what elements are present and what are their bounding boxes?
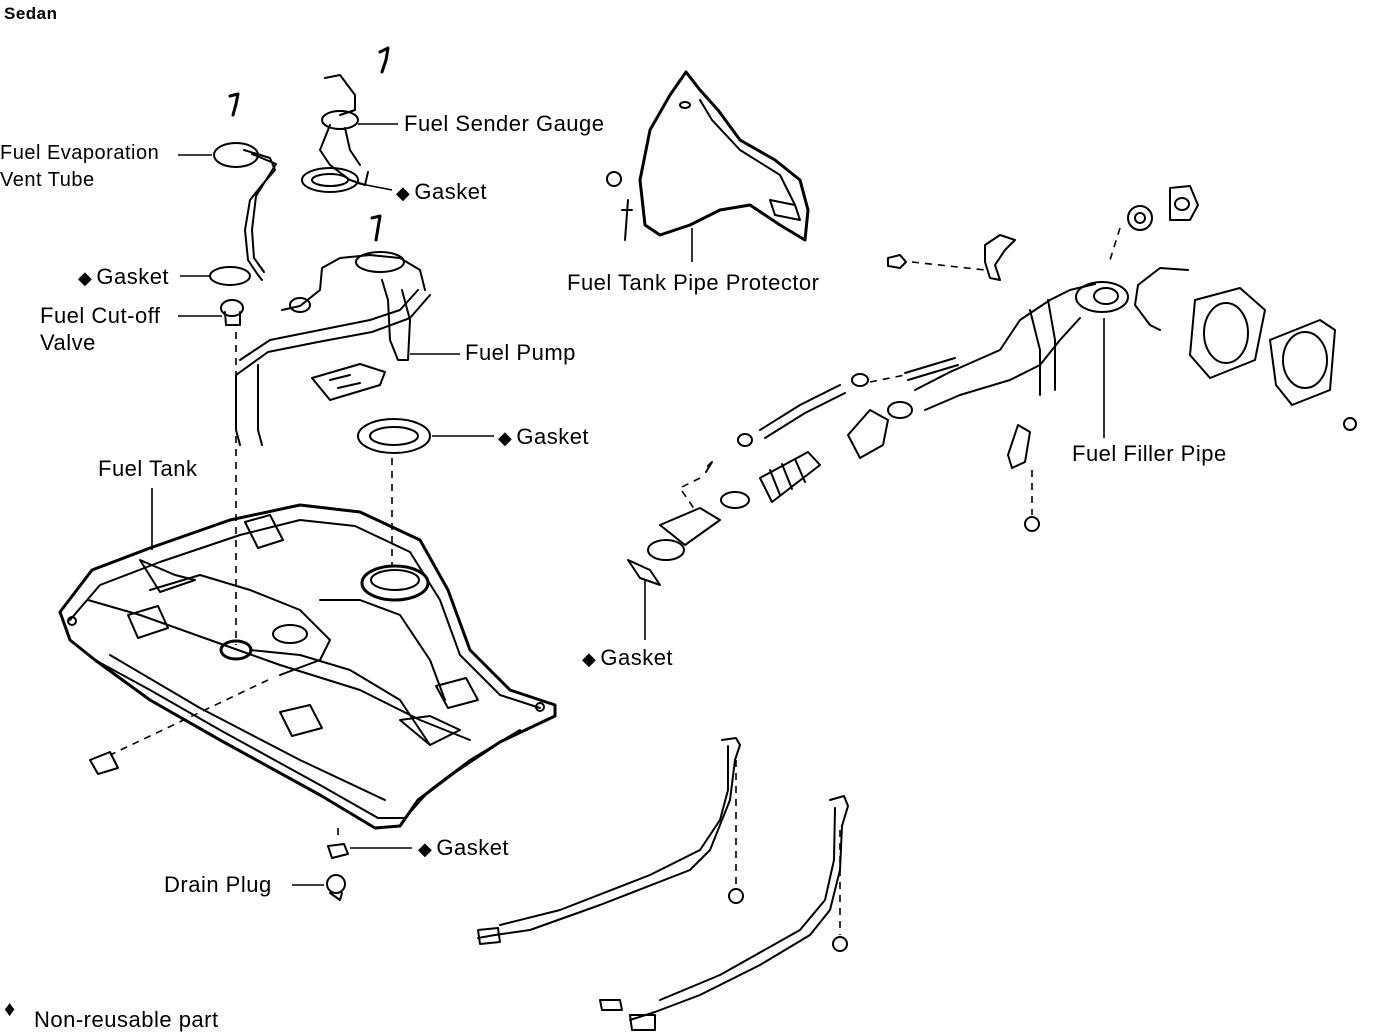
label-fuel-filler-pipe: Fuel Filler Pipe — [1072, 441, 1227, 466]
non-reusable-marker: ◆ — [396, 183, 411, 203]
leader-lines — [151, 123, 1105, 886]
label-fuel-sender-gauge: Fuel Sender Gauge — [404, 111, 605, 136]
legend-symbol: ♦ — [4, 996, 16, 1021]
fuel-evaporation-vent-tube-drawing — [209, 92, 277, 326]
variant-label: Sedan — [4, 4, 58, 23]
label-fuel-evaporation-line2: Vent Tube — [0, 169, 95, 191]
alignment-lines — [109, 227, 1121, 935]
fuel-filler-pipe-drawing — [627, 185, 1357, 586]
fuel-tank-straps-drawing — [477, 737, 849, 1031]
label-gasket-drain: ◆Gasket — [418, 835, 510, 860]
label-fuel-cutoff-line1: Fuel Cut-off — [40, 303, 161, 328]
label-gasket-vent: ◆Gasket — [78, 264, 170, 289]
fuel-tank-pipe-protector-drawing — [606, 70, 810, 242]
label-gasket-filler: ◆Gasket — [582, 645, 674, 670]
label-fuel-pump: Fuel Pump — [465, 340, 576, 365]
label-fuel-tank: Fuel Tank — [98, 456, 198, 481]
non-reusable-marker: ◆ — [582, 649, 597, 669]
label-fuel-cutoff-line2: Valve — [40, 330, 96, 355]
drain-plug-drawing — [89, 751, 349, 901]
fuel-pump-drawing — [235, 214, 431, 454]
label-drain-plug: Drain Plug — [164, 872, 272, 897]
non-reusable-marker: ◆ — [498, 428, 513, 448]
legend-text: Non-reusable part — [34, 1007, 219, 1032]
non-reusable-marker: ◆ — [418, 839, 433, 859]
fuel-tank-drawing — [58, 503, 557, 830]
label-gasket-sender: ◆Gasket — [396, 179, 488, 204]
fuel-sender-gauge-drawing — [301, 46, 390, 193]
non-reusable-marker: ◆ — [78, 268, 93, 288]
label-fuel-tank-pipe-protector: Fuel Tank Pipe Protector — [567, 270, 820, 295]
label-fuel-evaporation-line1: Fuel Evaporation — [0, 142, 160, 164]
label-gasket-pump: ◆Gasket — [498, 424, 590, 449]
